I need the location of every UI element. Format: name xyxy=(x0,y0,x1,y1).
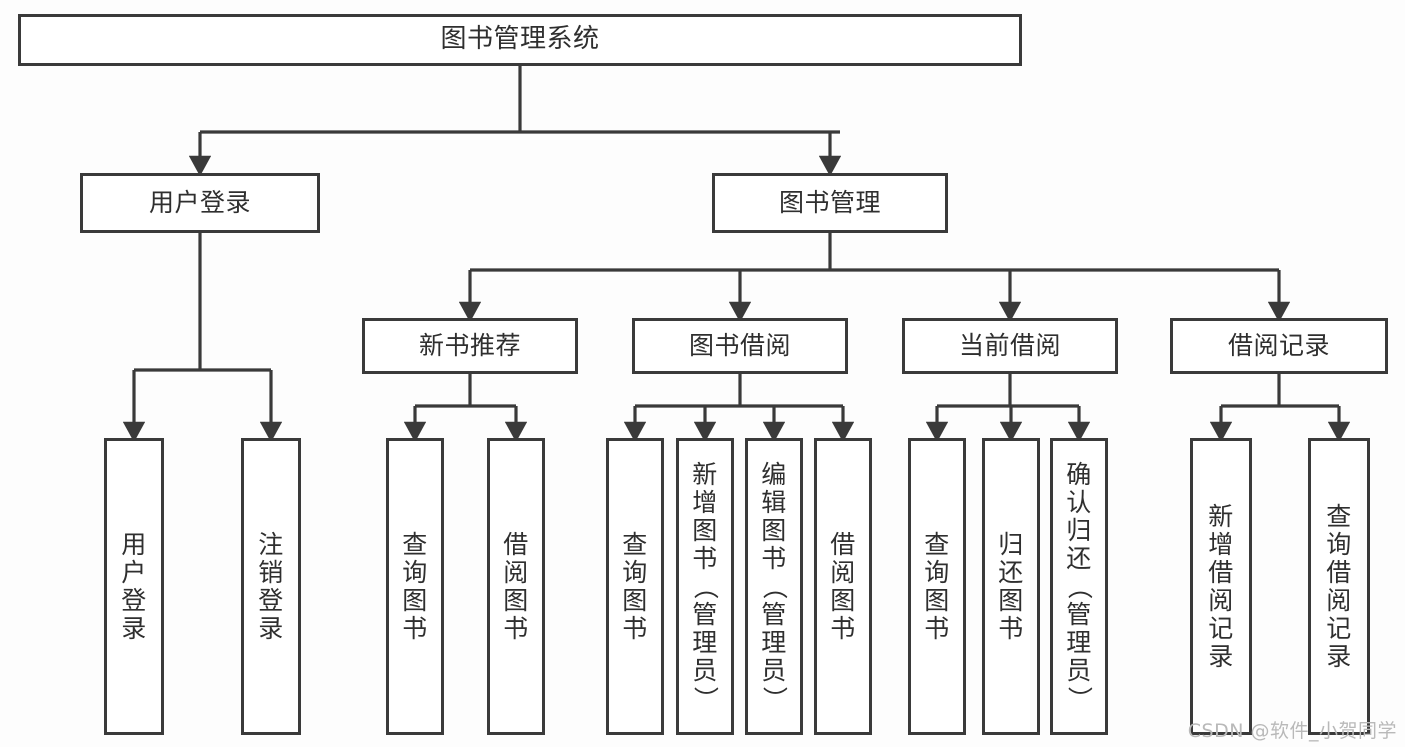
node-leaf-add-book-label: 新增图书（管理员） xyxy=(691,459,720,712)
node-leaf-query-book-a[interactable]: 查询图书 xyxy=(386,438,444,735)
node-leaf-query-book-c[interactable]: 查询图书 xyxy=(908,438,966,735)
connector-group-new-book-rec xyxy=(403,374,528,443)
node-leaf-return-book[interactable]: 归还图书 xyxy=(982,438,1040,735)
node-leaf-add-record[interactable]: 新增借阅记录 xyxy=(1190,438,1252,735)
node-book-borrow-label: 图书借阅 xyxy=(688,330,791,360)
node-leaf-query-record-label: 查询借阅记录 xyxy=(1326,501,1352,671)
node-leaf-logout-label: 注销登录 xyxy=(258,529,284,643)
node-leaf-query-record[interactable]: 查询借阅记录 xyxy=(1308,438,1370,735)
connector-group-book-borrow xyxy=(623,374,855,443)
connector-group-user-login xyxy=(122,233,283,443)
node-leaf-borrow-book-a-label: 借阅图书 xyxy=(503,529,529,643)
node-book-manage[interactable]: 图书管理 xyxy=(712,173,948,233)
node-leaf-logout[interactable]: 注销登录 xyxy=(241,438,301,735)
node-leaf-add-book[interactable]: 新增图书（管理员） xyxy=(676,438,734,735)
node-new-book-rec[interactable]: 新书推荐 xyxy=(362,318,578,374)
node-leaf-query-book-b[interactable]: 查询图书 xyxy=(606,438,664,735)
node-user-login-label: 用户登录 xyxy=(148,187,251,217)
node-leaf-confirm-return[interactable]: 确认归还（管理员） xyxy=(1050,438,1108,735)
watermark: CSDN @软件_小贺同学 xyxy=(1187,720,1397,742)
node-leaf-borrow-book-a[interactable]: 借阅图书 xyxy=(487,438,545,735)
node-leaf-query-book-b-label: 查询图书 xyxy=(622,529,648,643)
node-leaf-borrow-book-b[interactable]: 借阅图书 xyxy=(814,438,872,735)
node-root[interactable]: 图书管理系统 xyxy=(18,14,1022,66)
node-leaf-user-login[interactable]: 用户登录 xyxy=(104,438,164,735)
node-leaf-return-book-label: 归还图书 xyxy=(998,529,1024,643)
node-book-borrow[interactable]: 图书借阅 xyxy=(632,318,848,374)
node-new-book-rec-label: 新书推荐 xyxy=(418,330,521,360)
node-current-borrow-label: 当前借阅 xyxy=(958,330,1061,360)
connector-group-borrow-record xyxy=(1209,374,1351,443)
connector-group-book-manage xyxy=(458,233,1291,323)
connector-group-root xyxy=(188,66,842,177)
node-leaf-edit-book-label: 编辑图书（管理员） xyxy=(760,459,789,712)
node-user-login[interactable]: 用户登录 xyxy=(80,173,320,233)
node-leaf-query-book-c-label: 查询图书 xyxy=(924,529,950,643)
node-leaf-add-record-label: 新增借阅记录 xyxy=(1208,501,1234,671)
node-leaf-confirm-return-label: 确认归还（管理员） xyxy=(1065,459,1094,712)
node-leaf-edit-book[interactable]: 编辑图书（管理员） xyxy=(745,438,803,735)
node-borrow-record-label: 借阅记录 xyxy=(1227,330,1330,360)
node-current-borrow[interactable]: 当前借阅 xyxy=(902,318,1118,374)
connector-group-current-borrow xyxy=(925,374,1091,443)
node-leaf-user-login-label: 用户登录 xyxy=(121,529,147,643)
node-root-label: 图书管理系统 xyxy=(440,24,600,55)
node-book-manage-label: 图书管理 xyxy=(778,187,881,217)
node-leaf-query-book-a-label: 查询图书 xyxy=(402,529,428,643)
node-leaf-borrow-book-b-label: 借阅图书 xyxy=(830,529,856,643)
node-borrow-record[interactable]: 借阅记录 xyxy=(1170,318,1388,374)
